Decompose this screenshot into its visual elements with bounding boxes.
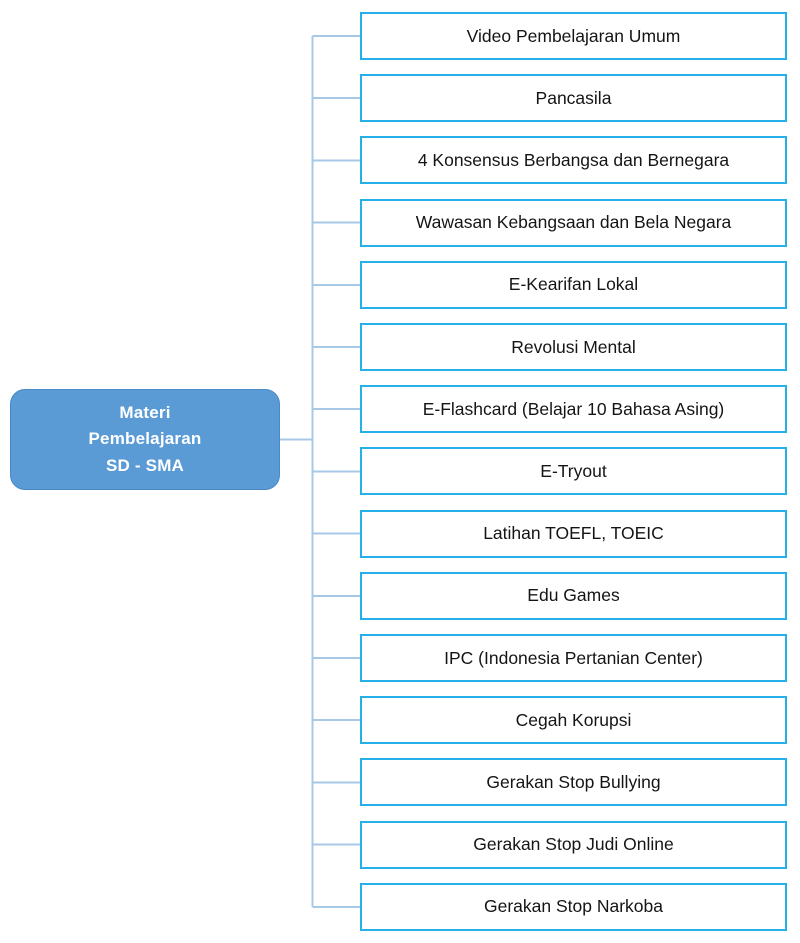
branch-node-label: IPC (Indonesia Pertanian Center) (444, 647, 703, 668)
branch-node-label: Latihan TOEFL, TOEIC (483, 523, 664, 544)
branch-node[interactable]: Wawasan Kebangsaan dan Bela Negara (360, 198, 787, 247)
branch-node-label: Gerakan Stop Bullying (486, 771, 661, 792)
branch-node[interactable]: Gerakan Stop Narkoba (360, 882, 787, 931)
branch-node-label: Wawasan Kebangsaan dan Bela Negara (415, 212, 732, 233)
branch-node-label: Gerakan Stop Narkoba (484, 896, 663, 917)
branch-node-label: Edu Games (527, 585, 620, 606)
branch-node-label: Revolusi Mental (511, 336, 636, 357)
branch-node[interactable]: E-Tryout (360, 447, 787, 496)
branch-node[interactable]: Gerakan Stop Bullying (360, 758, 787, 807)
branch-node[interactable]: Video Pembelajaran Umum (360, 12, 787, 60)
branch-node-label: Cegah Korupsi (515, 709, 632, 730)
branch-node-label: E-Tryout (540, 460, 607, 481)
branch-node[interactable]: Pancasila (360, 74, 787, 123)
branch-node[interactable]: Edu Games (360, 571, 787, 620)
root-node[interactable]: Materi Pembelajaran SD - SMA (10, 389, 280, 490)
branch-node[interactable]: Latihan TOEFL, TOEIC (360, 509, 787, 558)
branch-node-label: E-Flashcard (Belajar 10 Bahasa Asing) (422, 398, 725, 419)
branch-node[interactable]: IPC (Indonesia Pertanian Center) (360, 634, 787, 682)
root-node-label: Materi Pembelajaran SD - SMA (88, 402, 202, 475)
branch-node[interactable]: Cegah Korupsi (360, 696, 787, 745)
branch-node-label: E-Kearifan Lokal (508, 274, 639, 295)
branch-node-label: Gerakan Stop Judi Online (473, 834, 674, 855)
branch-node[interactable]: Gerakan Stop Judi Online (360, 820, 787, 869)
branch-node-label: Pancasila (535, 87, 612, 108)
branch-node-label: 4 Konsensus Berbangsa dan Bernegara (417, 149, 730, 170)
branch-node[interactable]: E-Kearifan Lokal (360, 260, 787, 309)
branch-node[interactable]: 4 Konsensus Berbangsa dan Bernegara (360, 136, 787, 185)
branch-node[interactable]: Revolusi Mental (360, 323, 787, 371)
branch-node[interactable]: E-Flashcard (Belajar 10 Bahasa Asing) (360, 385, 787, 434)
branch-node-label: Video Pembelajaran Umum (466, 25, 681, 46)
